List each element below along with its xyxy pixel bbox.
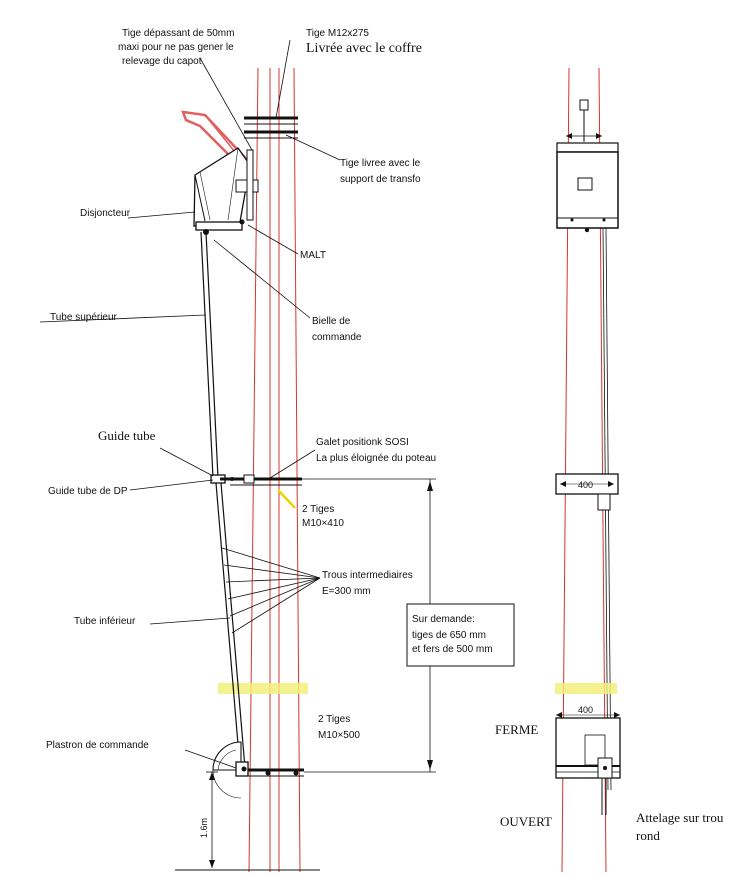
tube-guide-clamp [210, 474, 302, 486]
label-galet-2: La plus éloignée du poteau [316, 453, 436, 464]
label-attelage-2: rond [636, 828, 660, 843]
leader-lines [39, 39, 341, 769]
right-top-fixing [566, 99, 602, 142]
label-deux-tiges-b-1: 2 Tiges [318, 714, 350, 725]
top-clamps [244, 116, 298, 139]
label-tige-depassant-2: maxi pour ne pas gener le [118, 42, 234, 53]
label-trous-1: Trous intermediaires [322, 570, 413, 581]
label-deux-tiges-a-1: 2 Tiges [302, 504, 334, 515]
label-tige-depassant-3: relevage du capot [122, 56, 202, 67]
upper-tube [200, 231, 219, 479]
label-bielle-1: Bielle de [312, 316, 351, 327]
right-middle-dim: 400 [578, 480, 593, 490]
label-ferme: FERME [495, 722, 538, 737]
circuit-breaker-box [193, 147, 259, 235]
control-plate [212, 741, 304, 799]
highlight-band-right [555, 683, 617, 694]
height-dimension-label: 1.6m [199, 818, 209, 838]
label-plastron: Plastron de commande [46, 740, 149, 751]
highlight-band-left [218, 683, 308, 694]
label-tige-depassant-1: Tige dépassant de 50mm [122, 28, 234, 39]
breaker-box-front [556, 142, 619, 233]
intermediate-holes-leaders [221, 547, 321, 634]
label-malt: MALT [300, 250, 326, 261]
label-ouvert: OUVERT [500, 814, 552, 829]
label-tige-livree-1: Tige livree avec le [340, 158, 421, 169]
label-tige-m12-1: Tige M12x275 [306, 28, 369, 39]
label-deux-tiges-b-2: M10×500 [318, 730, 360, 741]
label-guide-tube: Guide tube [98, 428, 156, 443]
on-demand-line-2: tiges de 650 mm [412, 630, 486, 641]
label-tige-m12-2: Livrée avec le coffre [306, 41, 422, 56]
label-bielle-2: commande [312, 332, 362, 343]
lower-tube [215, 482, 246, 769]
label-tige-livree-2: support de transfo [340, 174, 421, 185]
label-disjoncteur: Disjoncteur [80, 208, 131, 219]
label-trous-2: E=300 mm [322, 586, 371, 597]
pole-left [248, 67, 301, 873]
on-demand-box [406, 603, 515, 667]
right-middle-clamp [555, 473, 619, 511]
label-guide-tube-dp: Guide tube de DP [48, 486, 128, 497]
height-dimension [206, 771, 218, 868]
label-galet-1: Galet positionk SOSI [316, 437, 409, 448]
right-bottom-dim: 400 [578, 705, 593, 715]
label-tube-superieur: Tube supérieur [50, 312, 118, 323]
label-tube-inferieur: Tube inférieur [74, 616, 136, 627]
right-bottom-plate [555, 712, 621, 815]
yellow-pointer [277, 489, 296, 509]
label-deux-tiges-a-2: M10×410 [302, 518, 344, 529]
on-demand-line-3: et fers de 500 mm [412, 644, 493, 655]
on-demand-line-1: Sur demande: [412, 614, 475, 625]
label-attelage-1: Attelage sur trou [636, 810, 724, 825]
